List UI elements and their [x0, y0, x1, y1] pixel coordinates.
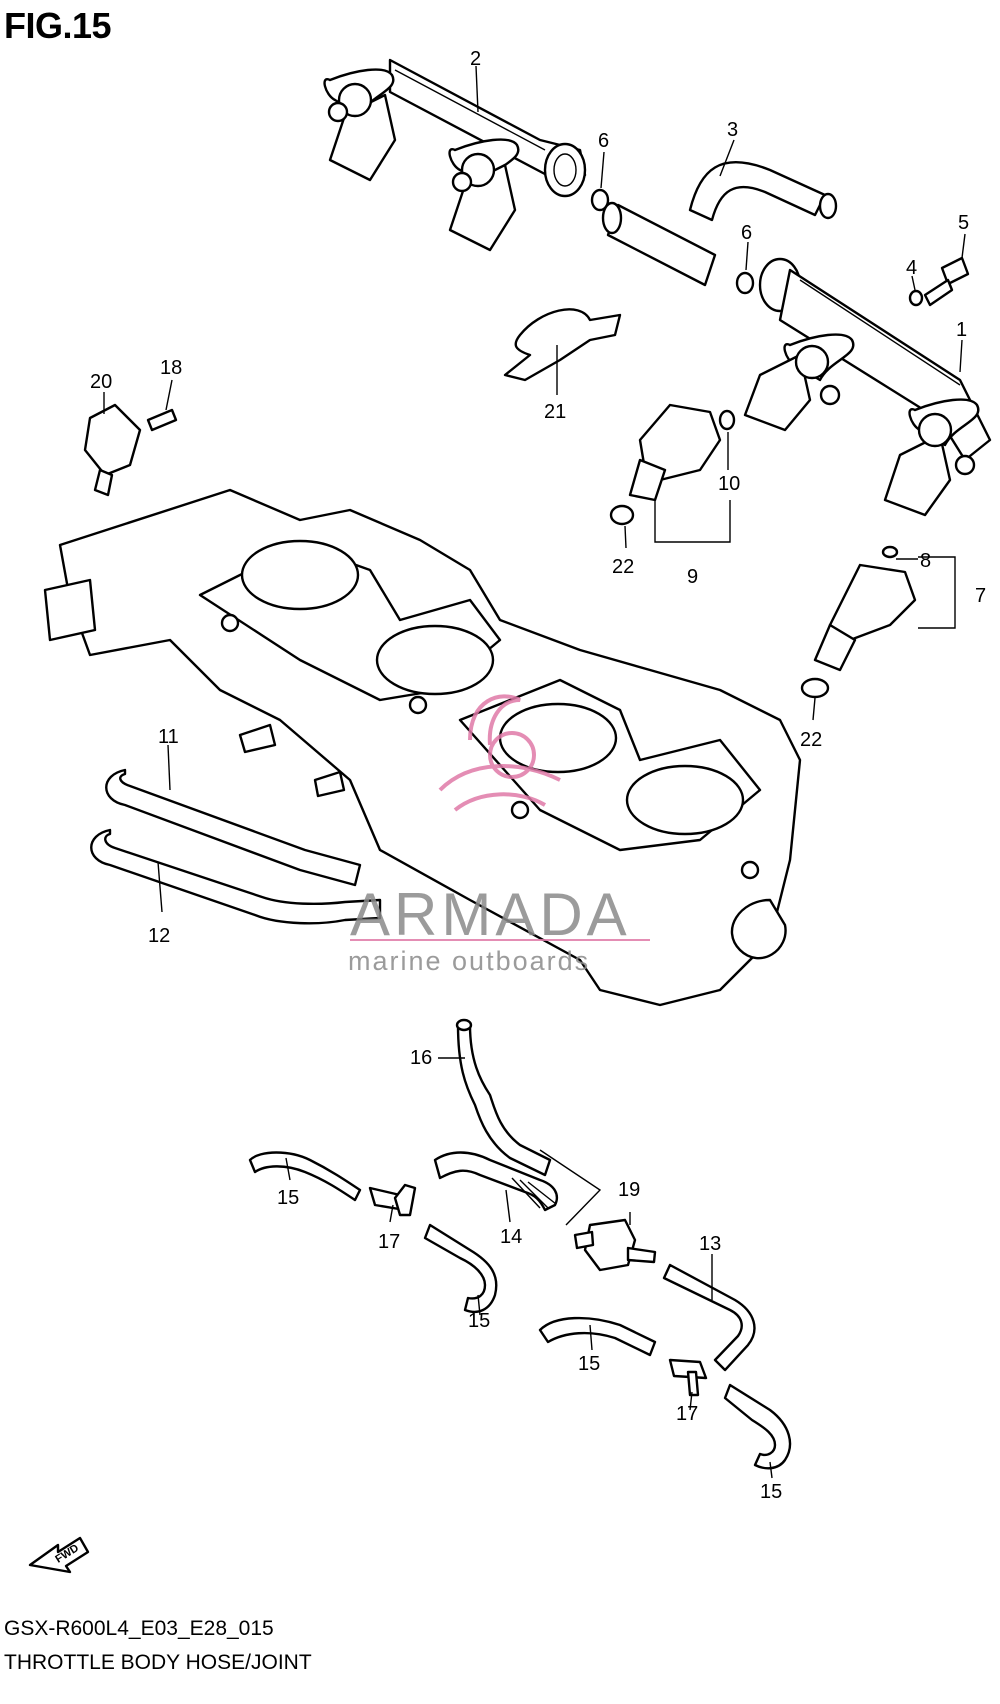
- callout-15: 15: [578, 1353, 600, 1375]
- callout-10: 10: [718, 473, 740, 495]
- callout-16: 16: [410, 1047, 432, 1069]
- hose-11: [105, 768, 362, 887]
- fwd-arrow: FWD: [28, 1536, 90, 1574]
- callout-11: 11: [158, 726, 179, 748]
- o-ring-8: [881, 545, 899, 559]
- callout-9: 9: [687, 566, 698, 588]
- o-ring-10: [718, 409, 736, 431]
- callout-6: 6: [741, 222, 752, 244]
- callout-7: 7: [975, 585, 986, 607]
- joint-19: [573, 1218, 657, 1272]
- watermark-tagline: marine outboards: [348, 946, 590, 976]
- hose-14: [433, 1151, 559, 1212]
- callout-8: 8: [920, 550, 931, 572]
- callouts: 2 6 3 6 5 4 1 20 18 21 10 22 9 8 7 22 11…: [90, 48, 986, 1503]
- hose-15-b: [423, 1223, 498, 1314]
- callout-6: 6: [598, 130, 609, 152]
- fuel-injector-9: [628, 403, 722, 502]
- callout-1: 1: [956, 319, 967, 341]
- callout-21: 21: [544, 401, 566, 423]
- callout-2: 2: [470, 48, 481, 70]
- washer-4: [908, 289, 924, 307]
- hose-15-a: [248, 1151, 362, 1202]
- callout-20: 20: [90, 371, 112, 393]
- fuel-pipe-joint: [601, 160, 838, 287]
- hose-13: [662, 1263, 756, 1372]
- joint-17-b: [668, 1358, 708, 1397]
- callout-5: 5: [958, 212, 969, 234]
- sensor-20: [83, 403, 142, 497]
- leader-lines: [103, 65, 966, 1479]
- fuel-delivery-pipe-upper: [323, 58, 587, 252]
- callout-13: 13: [699, 1233, 721, 1255]
- clamp-21: [503, 308, 622, 382]
- hose-15-d: [723, 1383, 792, 1470]
- callout-15: 15: [468, 1310, 490, 1332]
- figure-code: GSX-R600L4_E03_E28_015: [4, 1617, 274, 1640]
- hose-16: [456, 1023, 552, 1177]
- callout-15: 15: [277, 1187, 299, 1209]
- throttle-body-assembly: [43, 488, 802, 1007]
- callout-22: 22: [800, 729, 822, 751]
- fuel-delivery-pipe-lower: [743, 257, 992, 517]
- callout-17: 17: [378, 1231, 400, 1253]
- hose-12: [90, 828, 382, 925]
- cushion-22-right: [800, 677, 830, 699]
- watermark-logo: [438, 694, 561, 812]
- screw-18: [146, 408, 178, 432]
- watermark: ARMADA marine outboards: [348, 694, 650, 976]
- callout-19: 19: [618, 1179, 640, 1201]
- o-ring-6-lower: [735, 271, 755, 295]
- figure-title: FIG.15: [4, 5, 112, 46]
- bolt-5: [923, 256, 970, 307]
- o-ring-6-upper: [590, 188, 610, 212]
- figure-name: THROTTLE BODY HOSE/JOINT: [4, 1651, 312, 1674]
- callout-18: 18: [160, 357, 182, 379]
- callout-3: 3: [727, 119, 738, 141]
- hose-15-c: [538, 1316, 657, 1357]
- joint-17-a: [368, 1183, 417, 1217]
- watermark-brand: ARMADA: [350, 881, 631, 948]
- cushion-22-left: [609, 504, 635, 526]
- callout-22: 22: [612, 556, 634, 578]
- fuel-injector-7: [813, 563, 917, 672]
- callout-14: 14: [500, 1226, 522, 1248]
- callout-4: 4: [906, 257, 917, 279]
- callout-15: 15: [760, 1481, 782, 1503]
- callout-12: 12: [148, 925, 170, 947]
- callout-17: 17: [676, 1403, 698, 1425]
